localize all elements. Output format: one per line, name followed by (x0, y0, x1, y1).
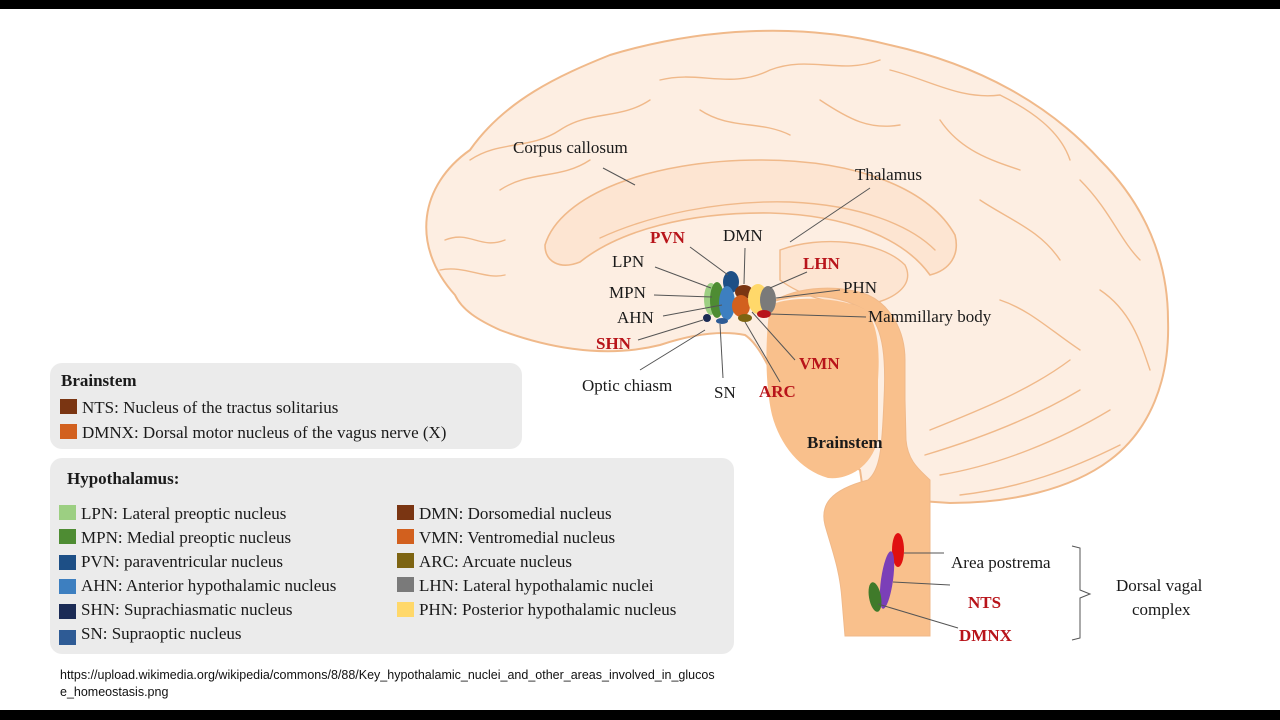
shn-nucleus (703, 314, 711, 322)
label-dorsal-vagal-line2: complex (1132, 600, 1191, 619)
mammillary-nucleus (757, 310, 771, 318)
top-letterbox-bar (0, 0, 1280, 9)
swatch-shn (59, 604, 76, 619)
label-dmn: DMN (723, 226, 763, 245)
label-area-postrema: Area postrema (951, 553, 1051, 572)
swatch-lpn (59, 505, 76, 520)
legend-brainstem: Brainstem NTS: Nucleus of the tractus so… (50, 363, 522, 449)
legend-hypothalamus: Hypothalamus: LPN: Lateral preoptic nucl… (50, 458, 734, 654)
label-brainstem: Brainstem (807, 433, 883, 452)
hypothalamic-nuclei-cluster (703, 271, 776, 324)
label-corpus-callosum: Corpus callosum (513, 138, 628, 157)
arc-nucleus (738, 314, 752, 322)
swatch-dmnx (60, 424, 77, 439)
sn-nucleus (716, 318, 728, 324)
swatch-sn (59, 630, 76, 645)
label-dorsal-vagal-line1: Dorsal vagal (1116, 576, 1203, 595)
brainstem-body (766, 298, 879, 479)
label-mpn: MPN (609, 283, 646, 302)
swatch-mpn (59, 529, 76, 544)
label-nts: NTS (968, 593, 1001, 612)
swatch-lhn (397, 577, 414, 592)
vmn-nucleus (732, 295, 750, 317)
label-dmnx: DMNX (959, 626, 1013, 645)
label-lhn: LHN (803, 254, 841, 273)
swatch-phn (397, 602, 414, 617)
label-sn: SN (714, 383, 736, 402)
swatch-arc (397, 553, 414, 568)
swatch-pvn (59, 555, 76, 570)
label-pvn: PVN (650, 228, 686, 247)
source-url-text: https://upload.wikimedia.org/wikipedia/c… (60, 668, 715, 699)
bottom-letterbox-bar (0, 710, 1280, 720)
ahn-nucleus (719, 286, 735, 320)
corpus-callosum (544, 159, 957, 276)
legend-hypothalamus-title: Hypothalamus: (67, 469, 180, 488)
label-phn: PHN (843, 278, 877, 297)
swatch-dmn (397, 505, 414, 520)
nts-nucleus (879, 551, 895, 609)
area-postrema-nucleus (892, 533, 904, 567)
label-optic-chiasm: Optic chiasm (582, 376, 672, 395)
label-arc: ARC (759, 382, 796, 401)
swatch-nts (60, 399, 77, 414)
label-ahn: AHN (617, 308, 654, 327)
label-vmn: VMN (799, 354, 840, 373)
legend-brainstem-title: Brainstem (61, 371, 137, 390)
swatch-vmn (397, 529, 414, 544)
label-mammillary-body: Mammillary body (868, 307, 992, 326)
label-shn: SHN (596, 334, 632, 353)
label-lpn: LPN (612, 252, 644, 271)
swatch-ahn (59, 579, 76, 594)
lhn-nucleus (760, 286, 776, 314)
brainstem-shape (771, 287, 931, 637)
label-thalamus: Thalamus (855, 165, 922, 184)
